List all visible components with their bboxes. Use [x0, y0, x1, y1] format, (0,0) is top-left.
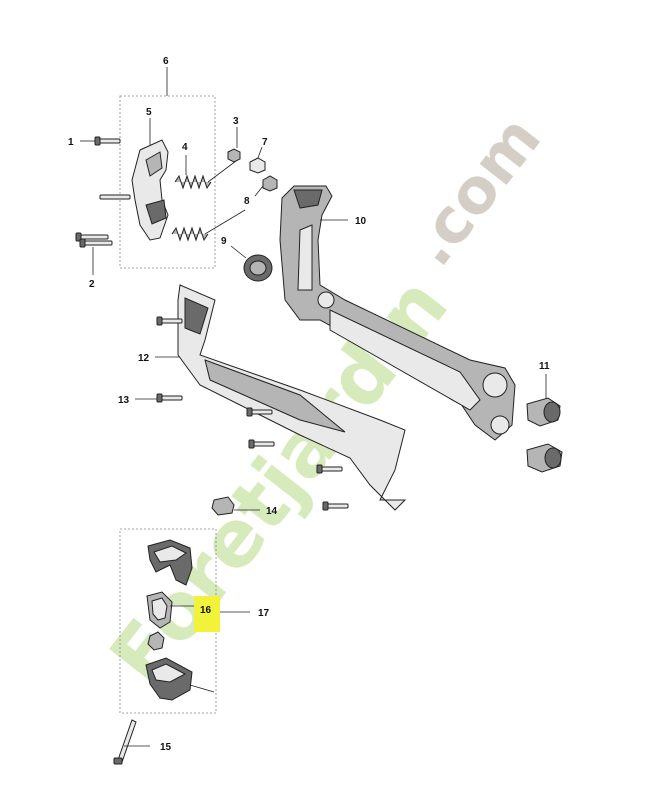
callout-17: 17	[258, 608, 270, 619]
callout-5: 5	[146, 107, 152, 118]
cover-part-12	[177, 284, 407, 511]
callout-9: 9	[221, 236, 227, 247]
callout-10: 10	[355, 216, 367, 227]
callout-7: 7	[262, 137, 268, 148]
callout-11: 11	[539, 361, 550, 372]
bushing-part-11	[526, 397, 563, 473]
grip-bottom-part	[145, 657, 215, 701]
pin-part-7	[249, 157, 266, 174]
group-box-6	[119, 95, 216, 269]
screw-part-13	[156, 316, 349, 511]
highlight-16	[194, 596, 220, 632]
nut-part-3	[227, 148, 241, 163]
screw-part-1	[94, 136, 121, 146]
callout-16: 16	[200, 605, 212, 616]
callout-13: 13	[118, 395, 130, 406]
loop-part-16	[146, 591, 173, 629]
callout-4: 4	[182, 142, 188, 153]
grip-top-part	[147, 539, 193, 586]
clip-part	[147, 631, 165, 651]
callout-8: 8	[244, 196, 250, 207]
callout-12: 12	[138, 353, 150, 364]
block-part-14	[211, 496, 235, 516]
screw-part-2	[75, 194, 131, 248]
screw-part-15	[113, 719, 137, 765]
callout-2: 2	[89, 279, 95, 290]
callout-14: 14	[266, 506, 278, 517]
callout-1: 1	[68, 137, 74, 148]
knob-part-9	[243, 254, 273, 282]
callout-3: 3	[233, 116, 239, 127]
handle-frame-part-10	[279, 185, 516, 441]
nut-part-8	[262, 175, 278, 192]
callout-6: 6	[163, 56, 169, 67]
spring-part-4	[171, 157, 246, 242]
trigger-housing-part-5	[131, 139, 169, 241]
callout-15: 15	[160, 742, 172, 753]
watermark-suffix: .com	[394, 102, 555, 279]
